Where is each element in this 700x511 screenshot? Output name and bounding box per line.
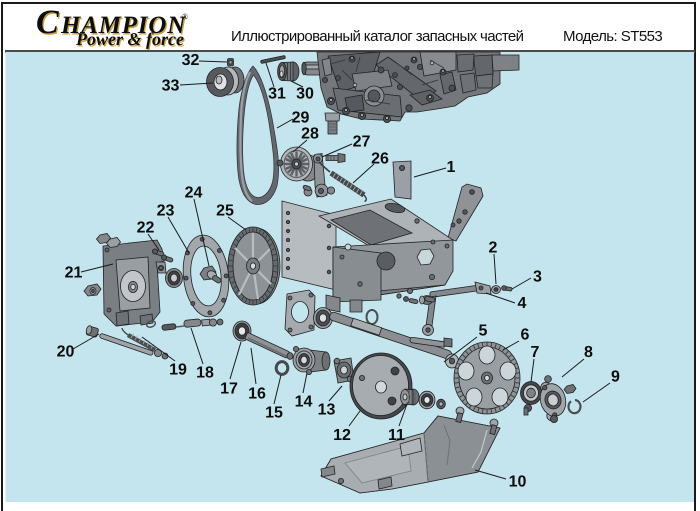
svg-text:15: 15 [265,405,283,422]
svg-text:C: C [36,8,59,41]
svg-text:8: 8 [584,344,593,361]
svg-text:10: 10 [509,474,527,491]
svg-text:4: 4 [518,295,527,312]
svg-text:24: 24 [185,185,203,202]
svg-text:1: 1 [447,159,456,176]
svg-text:26: 26 [371,151,389,168]
svg-text:7: 7 [531,344,540,361]
svg-text:23: 23 [157,203,175,220]
svg-text:11: 11 [388,427,405,444]
svg-text:6: 6 [521,327,530,344]
svg-text:13: 13 [318,402,336,419]
svg-text:21: 21 [65,265,83,282]
svg-text:22: 22 [137,220,155,237]
svg-text:27: 27 [353,134,371,151]
svg-text:17: 17 [220,381,238,398]
svg-text:20: 20 [57,344,75,361]
svg-text:Power & force: Power & force [75,29,184,49]
svg-text:30: 30 [296,86,314,103]
svg-text:16: 16 [248,386,266,403]
svg-text:9: 9 [611,369,620,386]
svg-text:5: 5 [479,323,488,340]
svg-text:14: 14 [295,394,313,411]
svg-text:33: 33 [162,78,180,95]
svg-text:12: 12 [333,427,351,444]
svg-text:18: 18 [196,365,214,382]
svg-text:HAMPION: HAMPION [60,12,186,39]
svg-text:29: 29 [292,110,310,127]
svg-text:28: 28 [301,126,319,143]
svg-text:®: ® [182,12,188,21]
svg-text:32: 32 [182,52,200,69]
svg-text:31: 31 [268,86,286,103]
svg-text:25: 25 [216,203,234,220]
svg-text:19: 19 [169,362,187,379]
svg-text:3: 3 [533,269,542,286]
svg-text:2: 2 [489,240,498,257]
